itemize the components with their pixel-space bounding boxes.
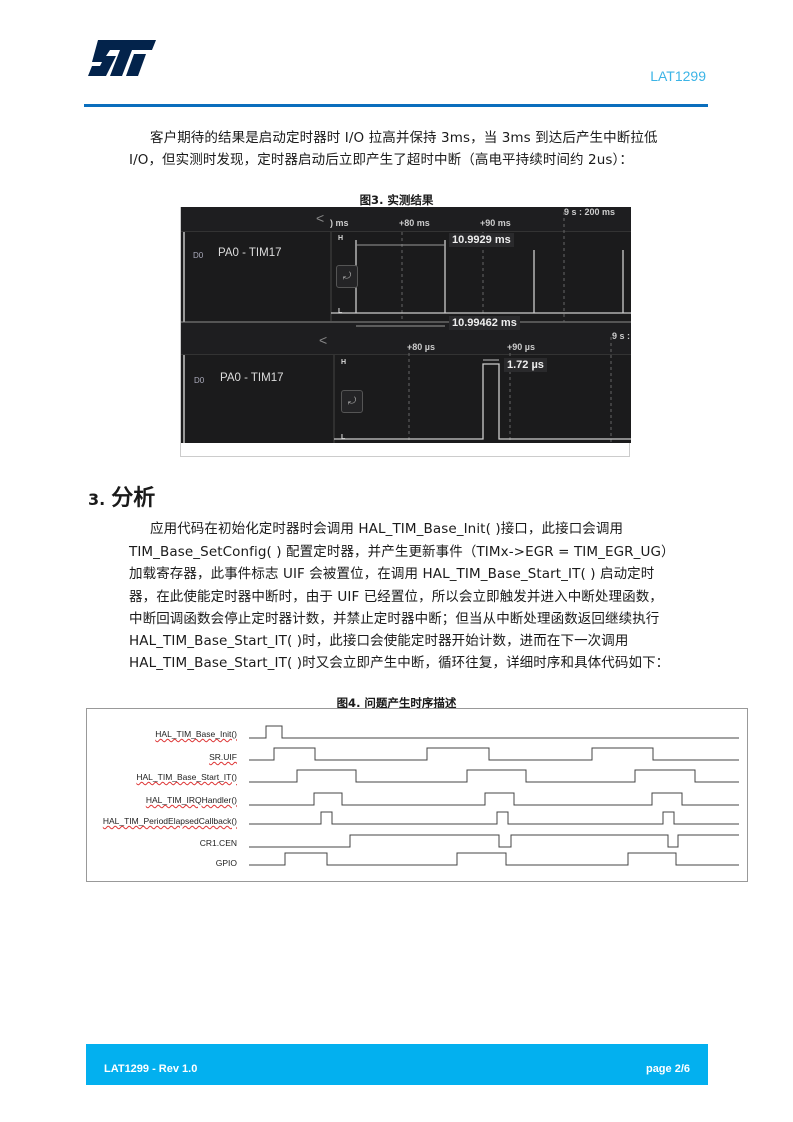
waveform-2 [249,747,739,761]
signal-label: HAL_TIM_PeriodElapsedCallback() [102,816,237,826]
intro-line: 客户期待的结果是启动定时器时 I/O 拉高并保持 3ms，当 3ms 到达后产生… [150,130,658,146]
document-id: LAT1299 [650,68,706,84]
waveform-6 [249,834,739,848]
signal-name[interactable]: PA0 - TIM17 [220,372,284,384]
time-tick: 9 s : 200 ms [564,207,616,217]
timeline-header-bottom [181,323,631,355]
section-title: 分析 [111,486,156,511]
footer-doc-rev: LAT1299 - Rev 1.0 [104,1063,198,1075]
time-tick: 9 s : [612,331,631,341]
signal-name[interactable]: PA0 - TIM17 [218,247,282,259]
analysis-line: 中断回调函数会停止定时器计数，并禁止定时器中断；但当从中断处理函数返回继续执行 [129,611,660,627]
waveform-bottom [334,359,631,440]
level-low-label: L [341,434,346,441]
channel-id: D0 [193,251,204,260]
grid-lines-top [401,212,612,443]
waveform-5 [249,811,739,825]
measurement-period: 10.99462 ms [449,316,520,330]
signal-label: HAL_TIM_IRQHandler() [145,795,237,805]
signal-label: CR1.CEN [199,838,237,848]
channel-panel-bottom [181,355,631,443]
edge-trigger-button[interactable]: ⤾ [341,390,363,413]
intro-line: I/O，但实测时发现，定时器启动后立即产生了超时中断（高电平持续时间约 2us）… [129,152,633,168]
waveform-1 [249,725,739,739]
time-tick: +90 ms [480,218,511,228]
header-rule [84,104,708,107]
figure3-caption: 图3. 实测结果 [359,193,434,207]
time-tick: +80 ms [399,218,430,228]
edge-trigger-icon: ⤾ [342,271,352,282]
section-heading: 3. 分析 [88,480,155,512]
measurement-high-time: 10.9929 ms [449,233,514,247]
signal-label: HAL_TIM_Base_Start_IT() [136,772,237,782]
figure4-caption: 图4. 问题产生时序描述 [336,696,457,710]
level-high-label: H [338,235,344,242]
edge-trigger-button[interactable]: ⤾ [336,265,358,288]
timeline-header-top [181,207,631,232]
waveform-top [331,240,631,314]
measurement-high-time: 1.72 µs [504,358,547,372]
time-tick: ) ms [330,218,349,228]
scroll-left-button[interactable]: < [319,332,328,348]
signal-label: SR.UIF [209,752,237,762]
timing-waveforms [249,725,739,866]
analysis-line: 应用代码在初始化定时器时会调用 HAL_TIM_Base_Init( )接口，此… [150,521,624,537]
analysis-line: TIM_Base_SetConfig( ) 配置定时器，并产生更新事件（TIMx… [129,544,675,560]
analysis-line: 器，在此使能定时器中断时，由于 UIF 已经置位，所以会立即触发并进入中断处理函… [129,589,663,605]
timing-diagram: HAL_TIM_Base_Init() SR.UIF HAL_TIM_Base_… [86,708,748,882]
level-low-label: L [338,308,343,315]
analysis-line: HAL_TIM_Base_Start_IT( )时，此接口会使能定时器开始计数，… [129,633,629,649]
waveform-4 [249,792,739,806]
page-footer: LAT1299 - Rev 1.0 page 2/6 [86,1044,708,1085]
logic-analyzer-capture: < ) ms +80 ms +90 ms 9 s : 200 ms D0 PA0… [180,207,631,457]
waveform-canvas [181,212,631,443]
footer-page-number: page 2/6 [645,1063,690,1075]
analysis-line: 加载寄存器，此事件标志 UIF 会被置位，在调用 HAL_TIM_Base_St… [129,566,655,582]
time-tick: +90 µs [507,342,535,352]
waveform-3 [249,769,739,783]
section-number: 3. [88,490,106,509]
channel-id: D0 [194,376,205,385]
measure-arrows-top [356,244,445,327]
analysis-line: HAL_TIM_Base_Start_IT( )时又会立即产生中断，循环往复，详… [129,655,670,671]
level-high-label: H [341,359,347,366]
time-tick: +80 µs [407,342,435,352]
scroll-left-button[interactable]: < [316,210,325,226]
st-logo [88,40,158,76]
signal-label: HAL_TIM_Base_Init() [155,729,237,739]
edge-trigger-icon: ⤾ [347,396,357,407]
waveform-7 [249,852,739,866]
signal-label: GPIO [215,858,237,868]
channel-panel-top [181,232,631,322]
